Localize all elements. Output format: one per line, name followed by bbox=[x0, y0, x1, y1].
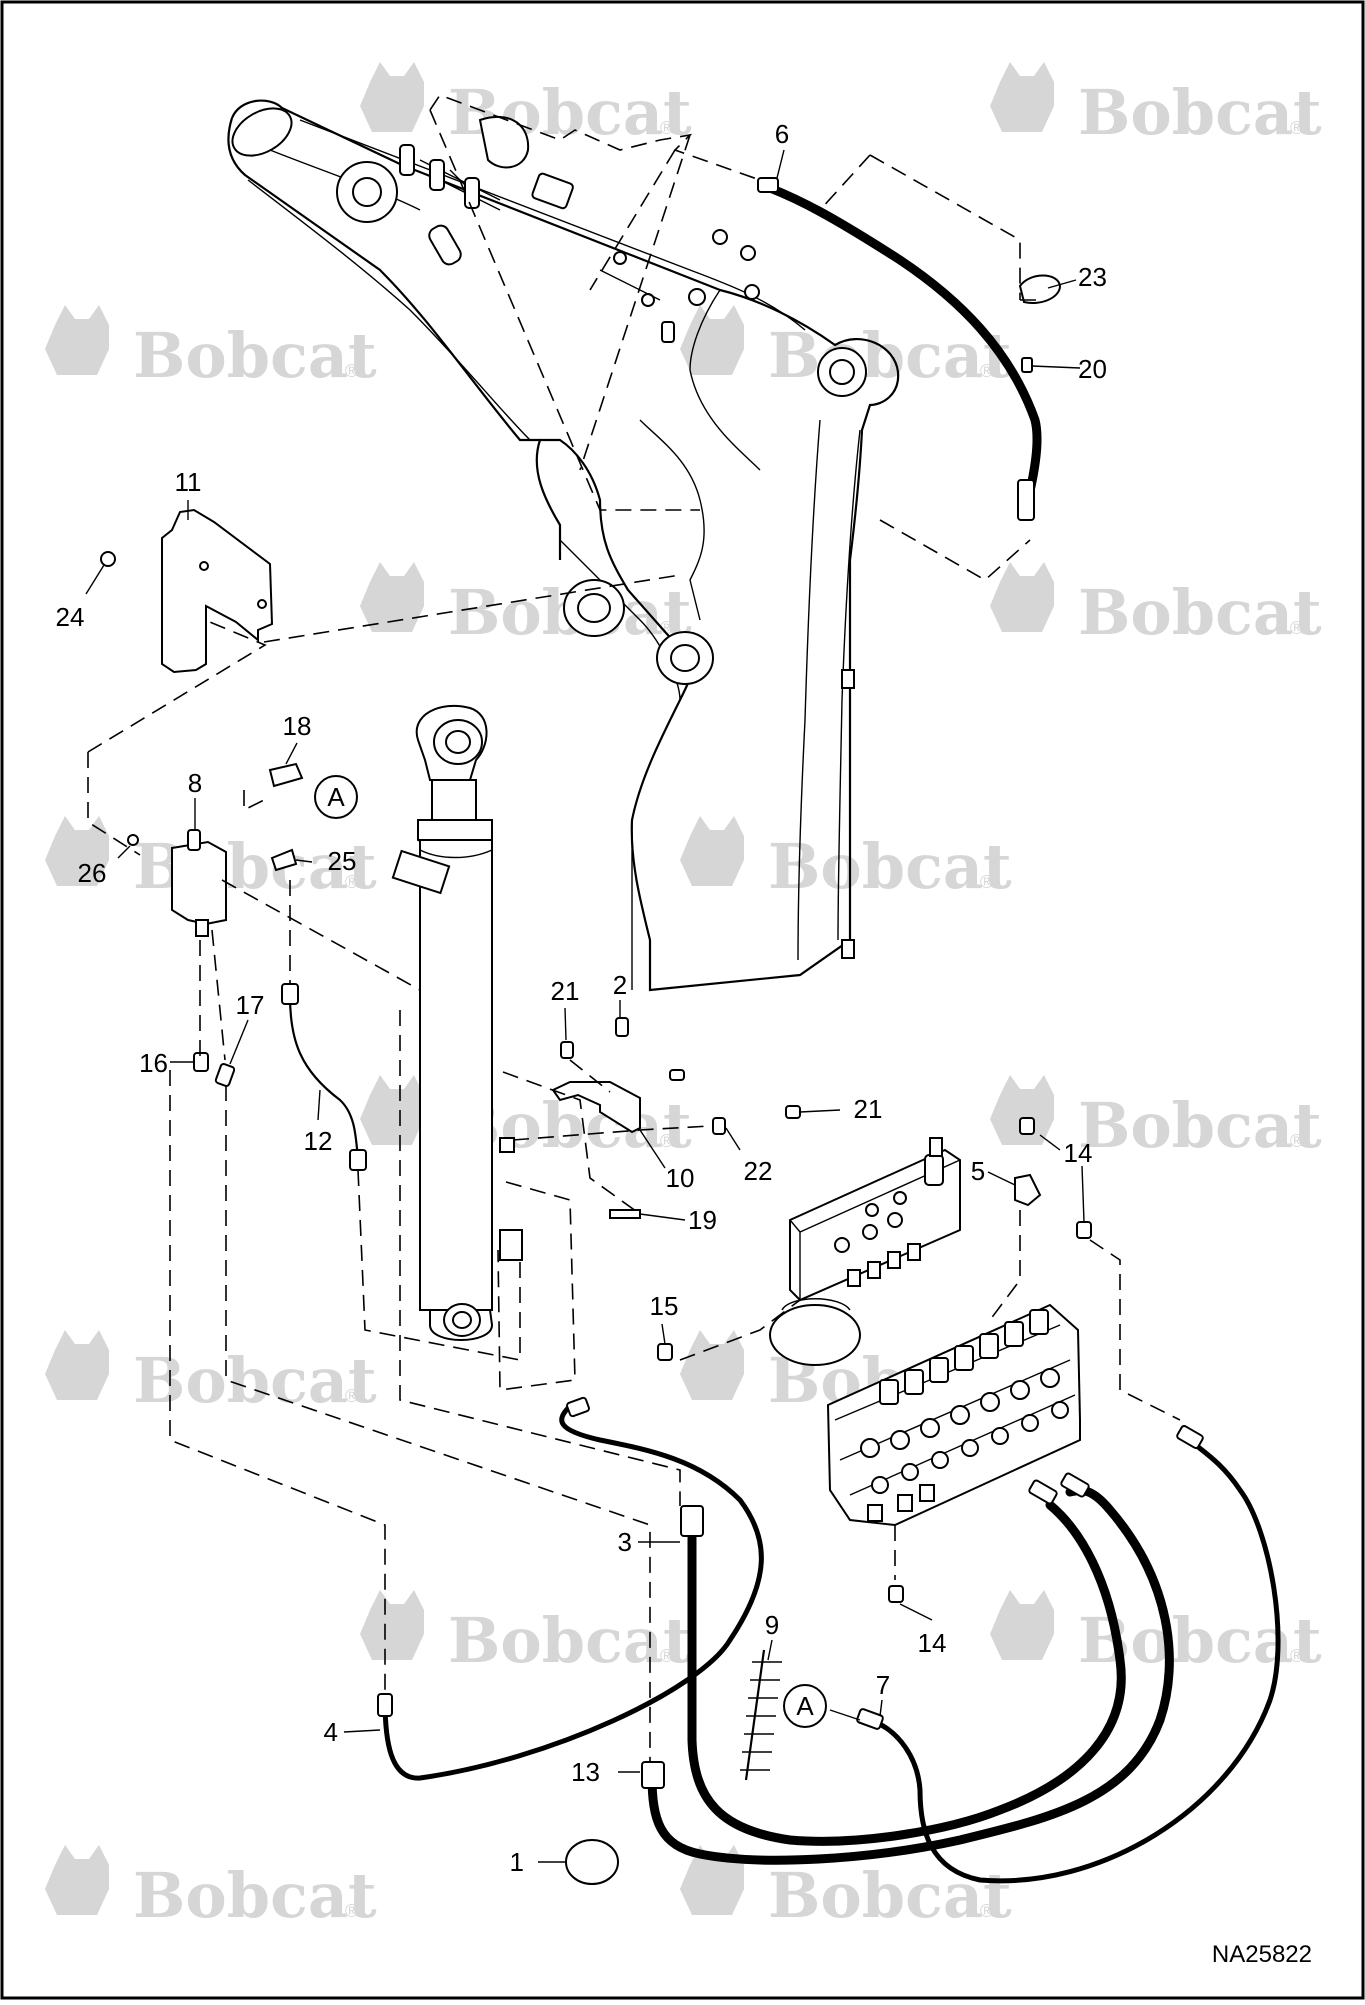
bobcat-logo-icon bbox=[680, 1330, 744, 1400]
callout-12: 12 bbox=[304, 1126, 333, 1156]
bobcat-watermark-text: Bobcat bbox=[133, 1344, 377, 1417]
bobcat-watermark: Bobcat® bbox=[990, 562, 1322, 649]
bobcat-logo-icon bbox=[45, 1330, 109, 1400]
bobcat-watermark-reg: ® bbox=[980, 1901, 993, 1921]
bobcat-watermark-reg: ® bbox=[660, 1646, 673, 1666]
callout-25: 25 bbox=[328, 846, 357, 876]
reference-circle-a-2 bbox=[783, 1684, 827, 1728]
callout-26: 26 bbox=[78, 858, 107, 888]
bobcat-logo-icon bbox=[990, 1075, 1054, 1145]
bobcat-logo-icon bbox=[45, 305, 109, 375]
bobcat-watermark-text: Bobcat bbox=[768, 1859, 1012, 1932]
reference-mark-a-1: A bbox=[327, 782, 345, 812]
callout-1: 1 bbox=[510, 1847, 524, 1877]
callout-24: 24 bbox=[56, 602, 85, 632]
bobcat-logo-icon bbox=[360, 1590, 424, 1660]
callout-9: 9 bbox=[765, 1610, 779, 1640]
callout-8: 8 bbox=[188, 768, 202, 798]
callout-3: 3 bbox=[618, 1527, 632, 1557]
callout-7: 7 bbox=[876, 1670, 890, 1700]
bobcat-logo-icon bbox=[990, 62, 1054, 132]
bobcat-watermark-reg: ® bbox=[980, 361, 993, 381]
boom-arm bbox=[227, 99, 900, 992]
callout-19: 19 bbox=[688, 1205, 717, 1235]
callout-18: 18 bbox=[283, 711, 312, 741]
bobcat-watermark: Bobcat® bbox=[360, 1075, 692, 1162]
callout-5: 5 bbox=[971, 1156, 985, 1186]
callout-13: 13 bbox=[571, 1757, 600, 1787]
bobcat-watermark: Bobcat® bbox=[45, 1845, 377, 1932]
callout-15: 15 bbox=[650, 1291, 679, 1321]
callout-labels: 1 2 3 4 5 6 7 8 9 10 11 12 13 14 14 15 1… bbox=[56, 119, 1107, 1877]
bobcat-watermark: Bobcat® bbox=[360, 1590, 692, 1677]
bobcat-watermark-text: Bobcat bbox=[1078, 576, 1322, 649]
callout-4: 4 bbox=[324, 1717, 338, 1747]
bobcat-watermark: Bobcat® bbox=[680, 305, 1012, 392]
callout-20: 20 bbox=[1078, 354, 1107, 384]
hoses bbox=[377, 177, 1281, 1884]
bobcat-watermark: Bobcat® bbox=[990, 62, 1322, 149]
callout-10: 10 bbox=[666, 1163, 695, 1193]
drawing-id: NA25822 bbox=[1212, 1941, 1312, 1968]
bobcat-watermark-text: Bobcat bbox=[768, 830, 1012, 903]
small-parts bbox=[100, 274, 1092, 1885]
reference-circle-a-1 bbox=[314, 775, 358, 819]
bobcat-watermark-reg: ® bbox=[660, 118, 673, 138]
boom-cylinder bbox=[391, 704, 523, 1341]
bobcat-watermark-reg: ® bbox=[345, 361, 358, 381]
callout-23: 23 bbox=[1078, 262, 1107, 292]
bobcat-logo-icon bbox=[360, 562, 424, 632]
reference-mark-a-2: A bbox=[796, 1691, 814, 1721]
bobcat-logo-icon bbox=[360, 62, 424, 132]
bobcat-watermark-text: Bobcat bbox=[1078, 76, 1322, 149]
bobcat-watermark-text: Bobcat bbox=[133, 1859, 377, 1932]
bobcat-watermark-reg: ® bbox=[345, 1901, 358, 1921]
bobcat-watermark-reg: ® bbox=[1290, 1131, 1303, 1151]
bobcat-watermark: Bobcat® bbox=[45, 305, 377, 392]
bobcat-logo-icon bbox=[45, 816, 109, 886]
bobcat-watermark: Bobcat® bbox=[45, 1330, 377, 1417]
callout-6: 6 bbox=[775, 119, 789, 149]
callout-17: 17 bbox=[236, 990, 265, 1020]
bobcat-watermark-reg: ® bbox=[980, 872, 993, 892]
callout-21b: 21 bbox=[854, 1094, 883, 1124]
bobcat-watermark-reg: ® bbox=[345, 872, 358, 892]
bobcat-watermark: Bobcat® bbox=[680, 816, 1012, 903]
bobcat-watermark: Bobcat® bbox=[680, 1845, 1012, 1932]
bobcat-watermarks: Bobcat®Bobcat®Bobcat®Bobcat®Bobcat®Bobca… bbox=[45, 62, 1322, 1932]
callout-2: 2 bbox=[613, 970, 627, 1000]
callout-21a: 21 bbox=[551, 976, 580, 1006]
bobcat-logo-icon bbox=[990, 562, 1054, 632]
callout-14a: 14 bbox=[1064, 1138, 1093, 1168]
bobcat-watermark-reg: ® bbox=[660, 618, 673, 638]
bobcat-watermark-reg: ® bbox=[345, 1386, 358, 1406]
bobcat-logo-icon bbox=[680, 305, 744, 375]
bobcat-watermark-reg: ® bbox=[660, 1131, 673, 1151]
control-valve bbox=[769, 1137, 1081, 1527]
callout-16: 16 bbox=[139, 1048, 168, 1078]
callout-14b: 14 bbox=[918, 1628, 947, 1658]
bobcat-watermark-reg: ® bbox=[1290, 118, 1303, 138]
bobcat-watermark-text: Bobcat bbox=[1078, 1089, 1322, 1162]
bobcat-watermark: Bobcat® bbox=[990, 1075, 1322, 1162]
callout-11: 11 bbox=[175, 467, 202, 497]
bobcat-watermark-text: Bobcat bbox=[448, 1604, 692, 1677]
bobcat-logo-icon bbox=[45, 1845, 109, 1915]
bobcat-logo-icon bbox=[990, 1590, 1054, 1660]
bobcat-watermark-reg: ® bbox=[1290, 1646, 1303, 1666]
bobcat-watermark-text: Bobcat bbox=[133, 319, 377, 392]
bobcat-watermark-reg: ® bbox=[1290, 618, 1303, 638]
bobcat-watermark: Bobcat® bbox=[990, 1590, 1322, 1677]
callout-leaders bbox=[85, 149, 1085, 1863]
bobcat-logo-icon bbox=[680, 816, 744, 886]
callout-22: 22 bbox=[744, 1156, 773, 1186]
bobcat-logo-icon bbox=[360, 1075, 424, 1145]
